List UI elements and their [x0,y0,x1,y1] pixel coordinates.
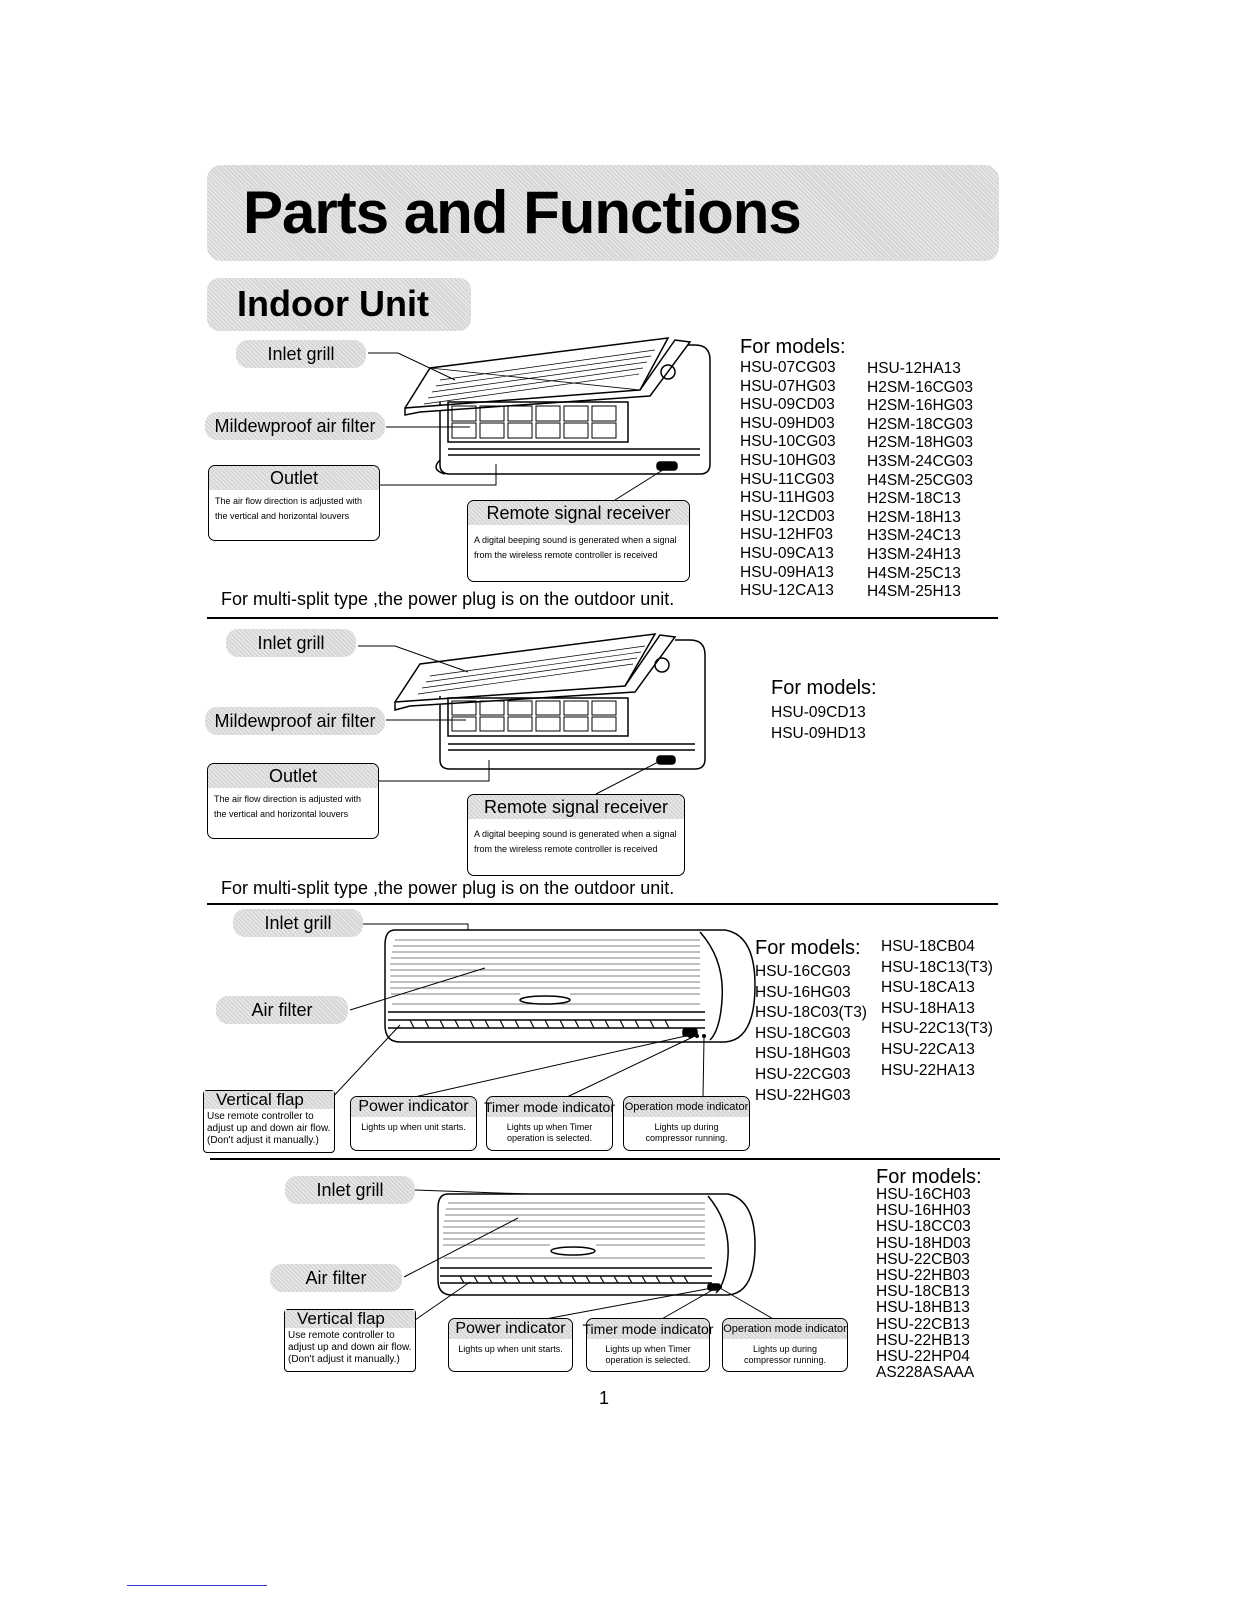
mildewproof-filter-label: Mildewproof air filter [205,412,385,440]
remote-receiver-label: Remote signal receiver [468,501,689,525]
multi-split-note-2: For multi-split type ,the power plug is … [221,878,675,898]
outlet-description: The air flow direction is adjusted with … [215,496,363,521]
remote-receiver-box: Remote signal receiver A digital beeping… [467,500,690,582]
operation-indicator-box-3: Operation mode indicator Lights up durin… [623,1096,750,1151]
outlet-description-2: The air flow direction is adjusted with … [214,794,362,819]
footer-link-underline [127,1585,267,1586]
vertical-flap-box-4: Vertical flap Use remote controller to a… [284,1309,416,1372]
page-title: Parts and Functions [243,179,802,246]
for-models-heading-1: For models: [740,336,846,358]
inlet-grill-label-4: Inlet grill [285,1176,415,1204]
operation-indicator-label-3: Operation mode indicator [624,1097,749,1117]
timer-indicator-label-3: Timer mode indicator [484,1097,615,1117]
air-filter-label-3: Air filter [216,996,348,1024]
timer-indicator-label-4: Timer mode indicator [582,1319,714,1339]
remote-receiver-box-2: Remote signal receiver A digital beeping… [467,794,685,876]
page-number: 1 [599,1388,610,1408]
divider-2 [207,903,998,905]
divider-3 [210,1158,1000,1160]
vertical-flap-description-4: Use remote controller to adjust up and d… [288,1330,412,1365]
section-title: Indoor Unit [237,283,429,324]
power-indicator-box-3: Power indicator Lights up when unit star… [350,1096,477,1151]
divider-1 [207,617,998,619]
timer-indicator-box-3: Timer mode indicator Lights up when Time… [484,1096,615,1151]
for-models-heading-3: For models: [755,937,861,959]
vertical-flap-description-3: Use remote controller to adjust up and d… [207,1111,331,1146]
air-filter-label-4: Air filter [270,1264,402,1292]
title-banner [207,165,999,261]
model-list-2: HSU-09CD13 HSU-09HD13 [771,704,866,742]
outlet-box-2: Outlet The air flow direction is adjuste… [207,763,379,839]
vertical-flap-label-3: Vertical flap [204,1091,334,1109]
for-models-heading-4: For models: [876,1166,982,1188]
remote-receiver-label-2: Remote signal receiver [468,795,684,819]
operation-indicator-label-4: Operation mode indicator [723,1319,847,1339]
outlet-label-2: Outlet [208,764,378,788]
vertical-flap-label-4: Vertical flap [285,1310,415,1328]
inlet-grill-label-2: Inlet grill [226,629,356,657]
outlet-label: Outlet [209,466,379,490]
remote-receiver-description-2: A digital beeping sound is generated whe… [474,829,677,854]
multi-split-note-1: For multi-split type ,the power plug is … [221,589,675,609]
power-indicator-box-4: Power indicator Lights up when unit star… [448,1318,573,1372]
mildewproof-filter-label-2: Mildewproof air filter [205,707,385,735]
timer-indicator-box-4: Timer mode indicator Lights up when Time… [582,1318,714,1372]
operation-indicator-box-4: Operation mode indicator Lights up durin… [722,1318,848,1372]
for-models-heading-2: For models: [771,677,877,699]
outlet-box: Outlet The air flow direction is adjuste… [208,465,380,541]
vertical-flap-box-3: Vertical flap Use remote controller to a… [203,1090,335,1153]
section-banner [207,278,471,331]
power-indicator-label-3: Power indicator [351,1097,476,1117]
remote-receiver-description: A digital beeping sound is generated whe… [474,535,677,560]
inlet-grill-label: Inlet grill [236,340,366,368]
power-indicator-label-4: Power indicator [449,1319,572,1339]
inlet-grill-label-3: Inlet grill [233,909,363,937]
